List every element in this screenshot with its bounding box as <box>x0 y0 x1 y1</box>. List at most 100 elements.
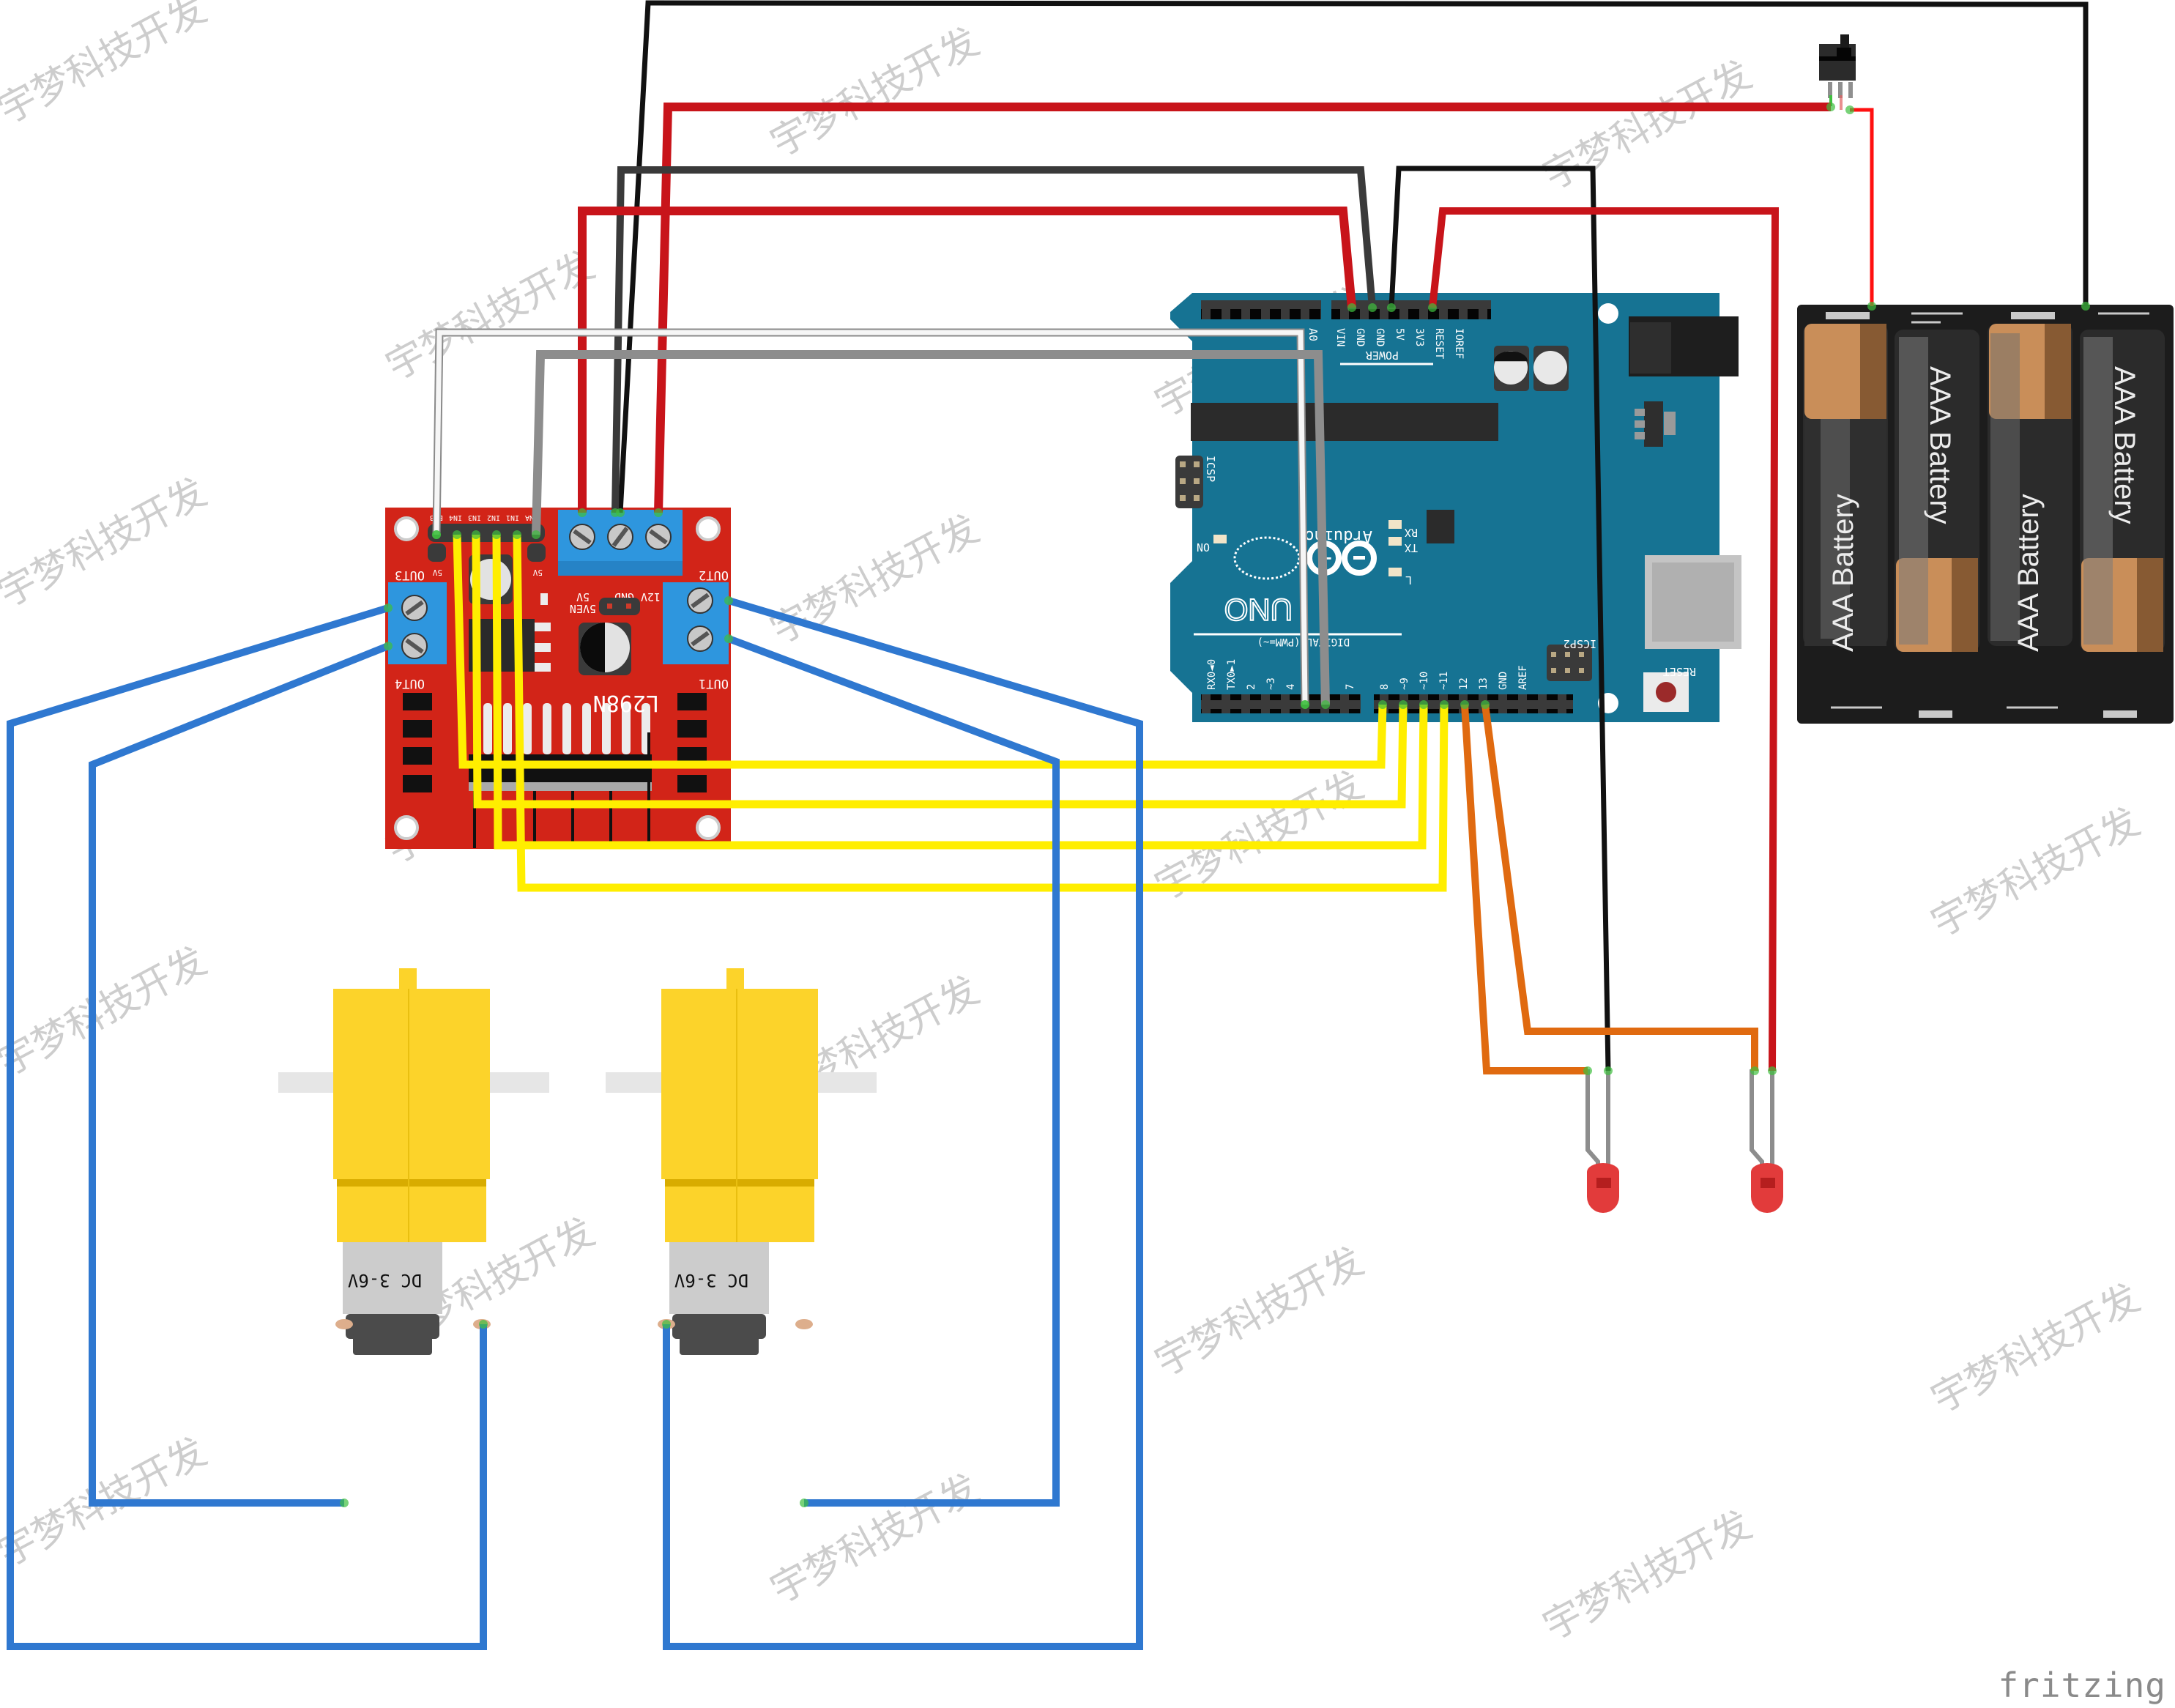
reset-button[interactable] <box>1643 672 1689 712</box>
terminal-label-12v: 12V <box>641 590 661 604</box>
dc-motor-1[interactable]: DC 3-6V <box>278 968 549 1355</box>
connector-dot <box>654 508 663 517</box>
connector-dot <box>479 1320 488 1329</box>
connector-dot <box>384 642 393 650</box>
watermark-text: 宇梦科技开发 <box>764 20 986 166</box>
l298n-header-pin-label: IN4 <box>449 513 462 521</box>
power-pin-label: RESET <box>1433 328 1445 360</box>
digital-pin-label: 7 <box>1345 684 1356 690</box>
fritzing-logo: fritzing <box>1998 1666 2166 1705</box>
digital-header-low <box>1201 694 1361 713</box>
power-pin-label: GND <box>1354 328 1366 346</box>
connector-dot <box>1378 700 1387 709</box>
on-led <box>1213 535 1227 543</box>
wire-black-arduino-gnd[interactable] <box>611 166 1376 513</box>
l298n-header-pin-label: IN2 <box>487 513 500 521</box>
digital-pin-label: ~3 <box>1265 677 1277 690</box>
digital-pin-label: RX0◄0 <box>1206 659 1218 690</box>
out3-label: OUT3 <box>395 568 425 582</box>
wire-yellow-d10-in3[interactable] <box>492 534 1428 850</box>
watermark-text: 宇梦科技开发 <box>0 0 214 133</box>
wire-yellow-d8-in1[interactable] <box>453 534 1387 769</box>
red-led-1[interactable] <box>1585 1069 1619 1213</box>
connector-dot <box>1481 700 1490 709</box>
battery-label: AAA Battery <box>2108 366 2141 524</box>
battery-cell: AAA Battery <box>1988 324 2072 652</box>
connector-dot <box>340 1499 349 1507</box>
connector-dot <box>662 1320 671 1329</box>
connector-dot <box>2081 302 2090 311</box>
battery-label: AAA Battery <box>2012 494 2045 652</box>
icsp-label: ICSP <box>1204 456 1217 482</box>
wire-blue-out3-motor1[interactable] <box>7 604 487 1650</box>
digital-pin-label: 4 <box>1285 684 1297 690</box>
connector-dot <box>532 530 540 539</box>
watermark-text: 宇梦科技开发 <box>1536 53 1759 198</box>
wire-red-battery-switch[interactable] <box>1850 108 1874 306</box>
wire-black-battery-gnd[interactable] <box>617 0 2089 513</box>
connector-dot <box>1583 1066 1592 1075</box>
connector-dot <box>800 1499 808 1507</box>
connector-dot <box>513 530 521 539</box>
l298n-5v-label-left: 5V <box>432 568 442 577</box>
power-pin-label: VIN <box>1334 328 1346 346</box>
wire-orange-d13-led2[interactable] <box>1481 704 1758 1071</box>
connector-dot <box>1428 303 1437 312</box>
wire-red-3v3-led2[interactable] <box>1429 207 1780 1072</box>
mounting-hole <box>1598 303 1618 324</box>
icsp2-header <box>1547 645 1592 681</box>
wire-layer <box>7 0 2090 1650</box>
wire-blue-out1-motor2[interactable] <box>727 635 1060 1507</box>
wire-orange-d12-led1[interactable] <box>1461 704 1588 1074</box>
connector-dot <box>1321 700 1330 709</box>
watermark-text: 宇梦科技开发 <box>764 507 986 653</box>
connector-dot <box>724 634 733 643</box>
slide-switch[interactable] <box>1819 34 1856 110</box>
digital-pin-label: ~10 <box>1419 672 1430 690</box>
diodes-left <box>403 693 432 792</box>
arduino-brand-text: Arduino <box>1304 527 1372 545</box>
connector-dot <box>1867 302 1876 311</box>
wire-red-vin-5v[interactable] <box>578 207 1356 513</box>
l-led <box>1388 568 1402 576</box>
connector-dot <box>1750 1066 1759 1075</box>
connector-dot <box>1604 1066 1613 1075</box>
wire-yellow-d9-in2[interactable] <box>472 534 1408 809</box>
connector-dot <box>1399 700 1408 709</box>
watermark-text: 宇梦科技开发 <box>1536 1503 1759 1649</box>
digital-pin-label: ~9 <box>1399 677 1410 690</box>
wire-yellow-d11-in4[interactable] <box>513 534 1449 892</box>
icsp2-label: ICSP2 <box>1564 637 1596 650</box>
battery-pack[interactable]: AAA Battery AAA Battery AAA Battery AAA … <box>1797 305 2174 724</box>
wire-blue-out2-motor2[interactable] <box>663 597 1143 1650</box>
connector-dot <box>1768 1066 1777 1075</box>
connector-dot <box>1347 303 1356 312</box>
red-led-2[interactable] <box>1750 1069 1783 1213</box>
mounting-hole <box>1171 521 1191 542</box>
wire-blue-out4-motor1[interactable] <box>89 642 390 1507</box>
connector-dot <box>472 530 480 539</box>
battery-label: AAA Battery <box>1924 366 1956 524</box>
connector-dot <box>384 604 393 612</box>
out2-label: OUT2 <box>699 568 729 582</box>
l298n-5v-label-right: 5V <box>532 568 543 577</box>
power-header <box>1331 300 1491 319</box>
watermark-text: 宇梦科技开发 <box>0 470 214 616</box>
wire-gray-d6-ena[interactable] <box>532 350 1330 705</box>
chip-label: L298N <box>593 690 659 716</box>
power-terminal-block <box>558 510 683 576</box>
out1-out2-terminal <box>663 582 729 664</box>
connector-dot <box>1368 303 1377 312</box>
connector-dot <box>1301 700 1309 709</box>
dc-motor-2[interactable]: DC 3-6V <box>606 968 877 1355</box>
wire-black-gnd-led1[interactable] <box>1388 166 1611 1072</box>
icsp-header <box>1175 456 1203 508</box>
wire-red-switch-12v[interactable] <box>654 103 1831 513</box>
digital-pin-label: TX0►1 <box>1226 659 1238 690</box>
l298n-header-pin-label: IN1 <box>506 513 519 521</box>
reset-button-label: RESET <box>1663 665 1696 678</box>
